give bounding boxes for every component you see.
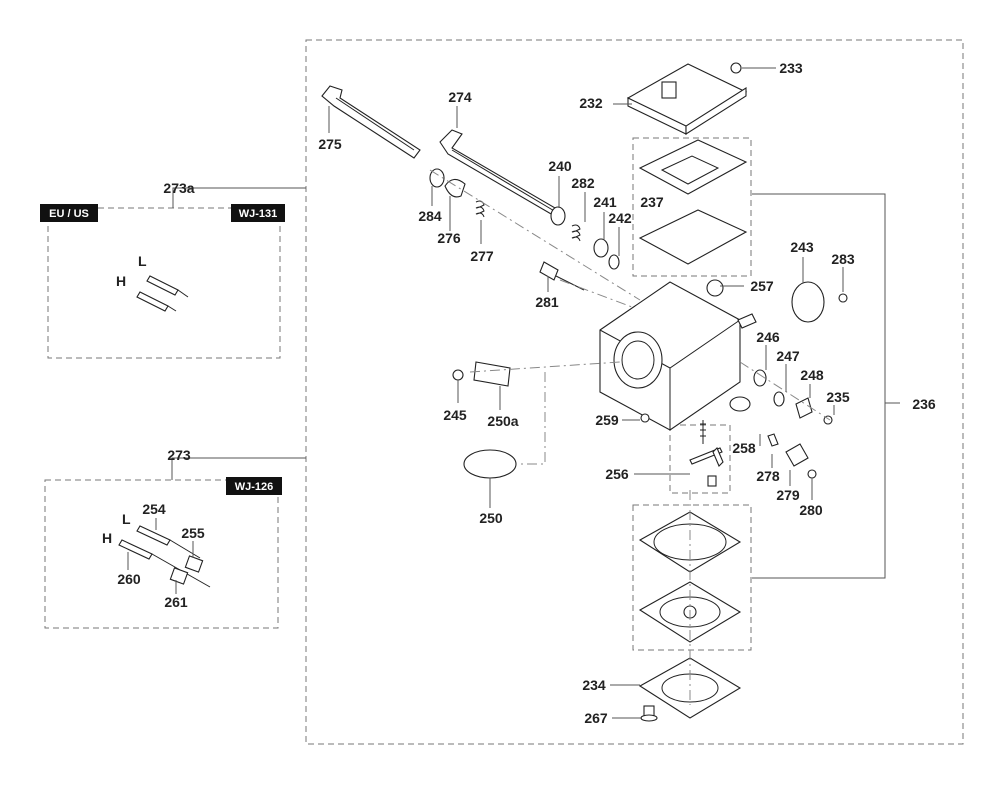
callout-247: 247 [776,348,800,364]
callout-276: 276 [437,230,461,246]
callout-246: 246 [756,329,780,345]
callout-284: 284 [418,208,442,224]
main-frame [305,39,964,745]
needle-group-frame [669,424,731,494]
callout-261: 261 [164,594,188,610]
callout-232: 232 [579,95,603,111]
right-side-parts [729,281,848,479]
callout-248: 248 [800,367,824,383]
callout-leaders [127,67,844,719]
screw-267 [640,705,658,722]
callout-273a: 273a [163,180,194,196]
region-tag-eu-us: EU / US [40,204,98,222]
pump-gaskets-237 [638,139,748,265]
callout-242: 242 [608,210,632,226]
callout-279: 279 [776,487,800,503]
callout-236: 236 [912,396,936,412]
choke-shaft-274 [439,129,563,219]
callout-240: 240 [548,158,572,174]
needle-valve-group-256 [689,420,724,487]
callout-259: 259 [595,412,619,428]
leader-273a [172,187,306,208]
callout-282: 282 [571,175,595,191]
callout-243: 243 [790,239,814,255]
callout-280: 280 [799,502,823,518]
region-tag-text: EU / US [49,208,89,220]
pump-cover-232 [626,62,748,135]
callout-258: 258 [732,440,756,456]
callout-273: 273 [167,447,191,463]
label-high-273: H [102,530,112,546]
callout-275: 275 [318,136,342,152]
kit-tag-wj131-text: WJ-131 [239,208,278,220]
gasket-group-frame-top [632,137,752,277]
callout-254: 254 [142,501,166,517]
kit-tag-wj131: WJ-131 [231,204,285,222]
carburetor-body [599,279,757,431]
callout-234: 234 [582,677,606,693]
callout-245: 245 [443,407,467,423]
callout-256: 256 [605,466,629,482]
callout-233: 233 [779,60,803,76]
callout-274: 274 [448,89,472,105]
callout-255: 255 [181,525,205,541]
throttle-shaft-275 [321,85,421,159]
callout-281: 281 [535,294,559,310]
callout-241: 241 [593,194,617,210]
adjust-screws-wj131 [136,275,189,312]
callout-257: 257 [750,278,774,294]
adjust-screws-wj126 [118,525,211,588]
callout-250: 250 [479,510,503,526]
left-side-parts [452,361,650,479]
metering-cover-234 [638,657,742,719]
callout-260: 260 [117,571,141,587]
bracket-236 [752,193,886,579]
callout-235: 235 [826,389,850,405]
kit-frame-wj131 [47,207,281,359]
callout-283: 283 [831,251,855,267]
callout-267: 267 [584,710,608,726]
gasket-group-frame-bottom [632,504,752,651]
callout-278: 278 [756,468,780,484]
kit-tag-wj126: WJ-126 [226,477,282,495]
leader-273 [171,457,306,480]
label-low-273a: L [138,253,147,269]
kit-tag-wj126-text: WJ-126 [235,481,274,493]
callout-250a: 250a [487,413,518,429]
label-high-273a: H [116,273,126,289]
callout-237: 237 [640,194,664,210]
callout-277: 277 [470,248,494,264]
label-low-273: L [122,511,131,527]
